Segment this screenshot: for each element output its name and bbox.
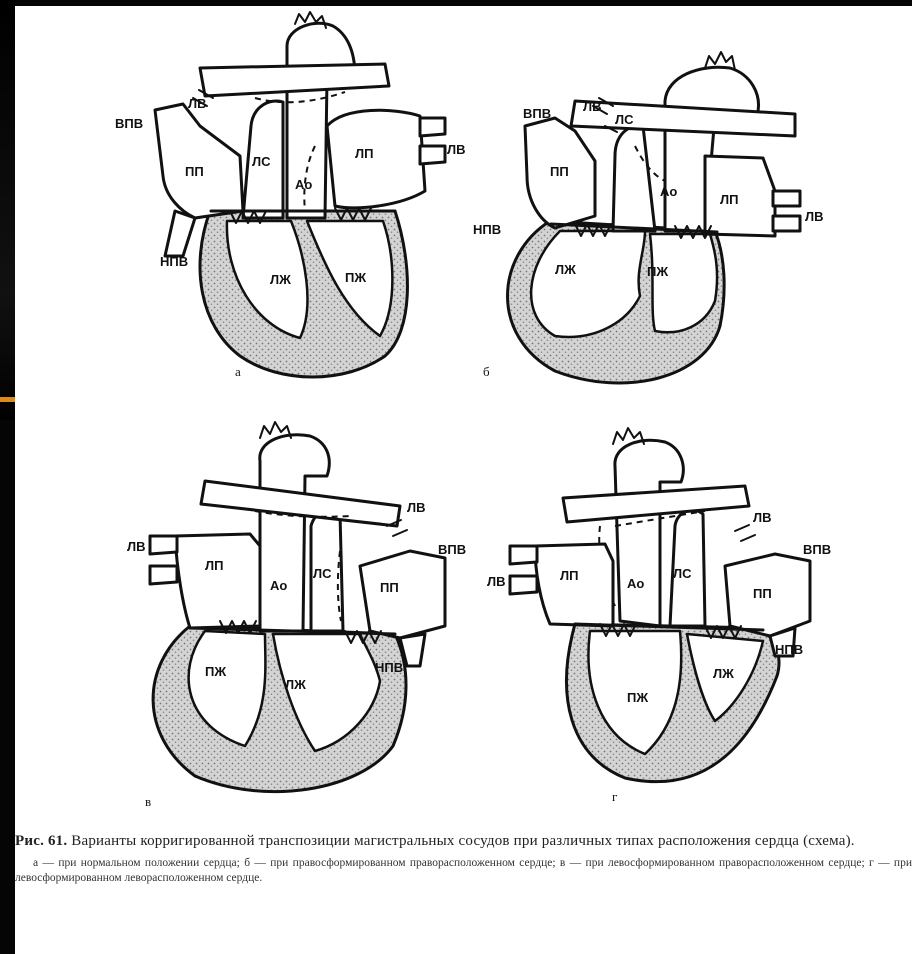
panel-d-label-lzh: ЛЖ	[713, 666, 734, 681]
caption-title-text: Варианты корригированной транспозиции ма…	[71, 833, 854, 849]
panel-d-label-ls: ЛС	[673, 566, 692, 581]
panel-c-letter: в	[145, 794, 151, 809]
heart-diagrams: ЛВ ВПВ ПП ЛС Ао ЛП ЛВ НПВ ЛЖ ПЖ а	[15, 6, 912, 826]
panel-b-label-npv: НПВ	[473, 222, 501, 237]
panel-c-right-atrium	[360, 551, 445, 638]
caption-figure-number: Рис. 61.	[15, 833, 67, 849]
panel-c-label-pzh: ПЖ	[205, 664, 226, 679]
panel-c-label-ao: Ао	[270, 578, 287, 593]
panel-c-heart	[150, 422, 445, 792]
panel-c-label-lv: ЛВ	[127, 539, 146, 554]
panel-d-label-pp: ПП	[753, 586, 772, 601]
panel-a-label-npv: НПВ	[160, 254, 188, 269]
panel-c-label-lzh: ЛЖ	[285, 677, 306, 692]
panel-b-heart	[508, 52, 801, 383]
panel-a-left-atrium	[327, 110, 425, 208]
panel-d-letter: г	[612, 789, 617, 804]
panel-d-label-lv: ЛВ	[487, 574, 506, 589]
panel-d-label-pzh: ПЖ	[627, 690, 648, 705]
panel-c-label-vpv: ВПВ	[438, 542, 466, 557]
panel-d-left-atrium	[535, 544, 613, 626]
panel-d-label-vpv: ВПВ	[803, 542, 831, 557]
panel-a-label-ls: ЛС	[252, 154, 271, 169]
panel-c-label-lp: ЛП	[205, 558, 223, 573]
panel-b-label-pp: ПП	[550, 164, 569, 179]
panel-d-label-ao: Ао	[627, 576, 644, 591]
panel-a-label-ao: Ао	[295, 177, 312, 192]
panel-c-label-lv-top: ЛВ	[407, 500, 426, 515]
panel-c-label-pp: ПП	[380, 580, 399, 595]
panel-a-label-lp: ЛП	[355, 146, 373, 161]
panel-a-label-lv-right: ЛВ	[447, 142, 466, 157]
panel-a-letter: а	[235, 364, 241, 379]
panel-c-left-atrium	[175, 534, 260, 628]
panel-b-label-lzh: ЛЖ	[555, 262, 576, 277]
panel-a-label-pzh: ПЖ	[345, 270, 366, 285]
panel-b-label-ls: ЛС	[615, 112, 634, 127]
panel-a-label-lzh: ЛЖ	[270, 272, 291, 287]
panel-a-label-pp: ПП	[185, 164, 204, 179]
panel-b-letter: б	[483, 364, 490, 379]
panel-c-label-npv: НПВ	[375, 660, 403, 675]
panel-b-left-atrium	[705, 156, 775, 236]
panel-b-label-ao: Ао	[660, 184, 677, 199]
caption-title: Рис. 61. Варианты корригированной трансп…	[15, 832, 912, 850]
panel-b-pulmonary-trunk	[613, 126, 655, 231]
slide-dark-edge	[0, 0, 16, 420]
caption-body: а — при нормальном положении сердца; б —…	[15, 856, 912, 886]
panel-b-label-lv-top: ЛВ	[583, 99, 602, 114]
panel-a-heart	[155, 12, 445, 377]
panel-b-label-vpv: ВПВ	[523, 106, 551, 121]
panel-d-label-npv: НПВ	[775, 642, 803, 657]
panel-d-heart	[510, 428, 810, 782]
panel-b-label-lv-right: ЛВ	[805, 209, 824, 224]
panel-d-label-lp: ЛП	[560, 568, 578, 583]
panel-a-label-lv-top: ЛВ	[188, 96, 207, 111]
panel-b-label-pzh: ПЖ	[647, 264, 668, 279]
scanned-page: ЛВ ВПВ ПП ЛС Ао ЛП ЛВ НПВ ЛЖ ПЖ а	[15, 6, 912, 954]
panel-c-label-ls: ЛС	[313, 566, 332, 581]
panel-a-right-atrium	[155, 104, 243, 218]
panel-d-label-lv-top: ЛВ	[753, 510, 772, 525]
figure-caption: Рис. 61. Варианты корригированной трансп…	[15, 832, 912, 886]
panel-a-label-vpv: ВПВ	[115, 116, 143, 131]
panel-b-label-lp: ЛП	[720, 192, 738, 207]
